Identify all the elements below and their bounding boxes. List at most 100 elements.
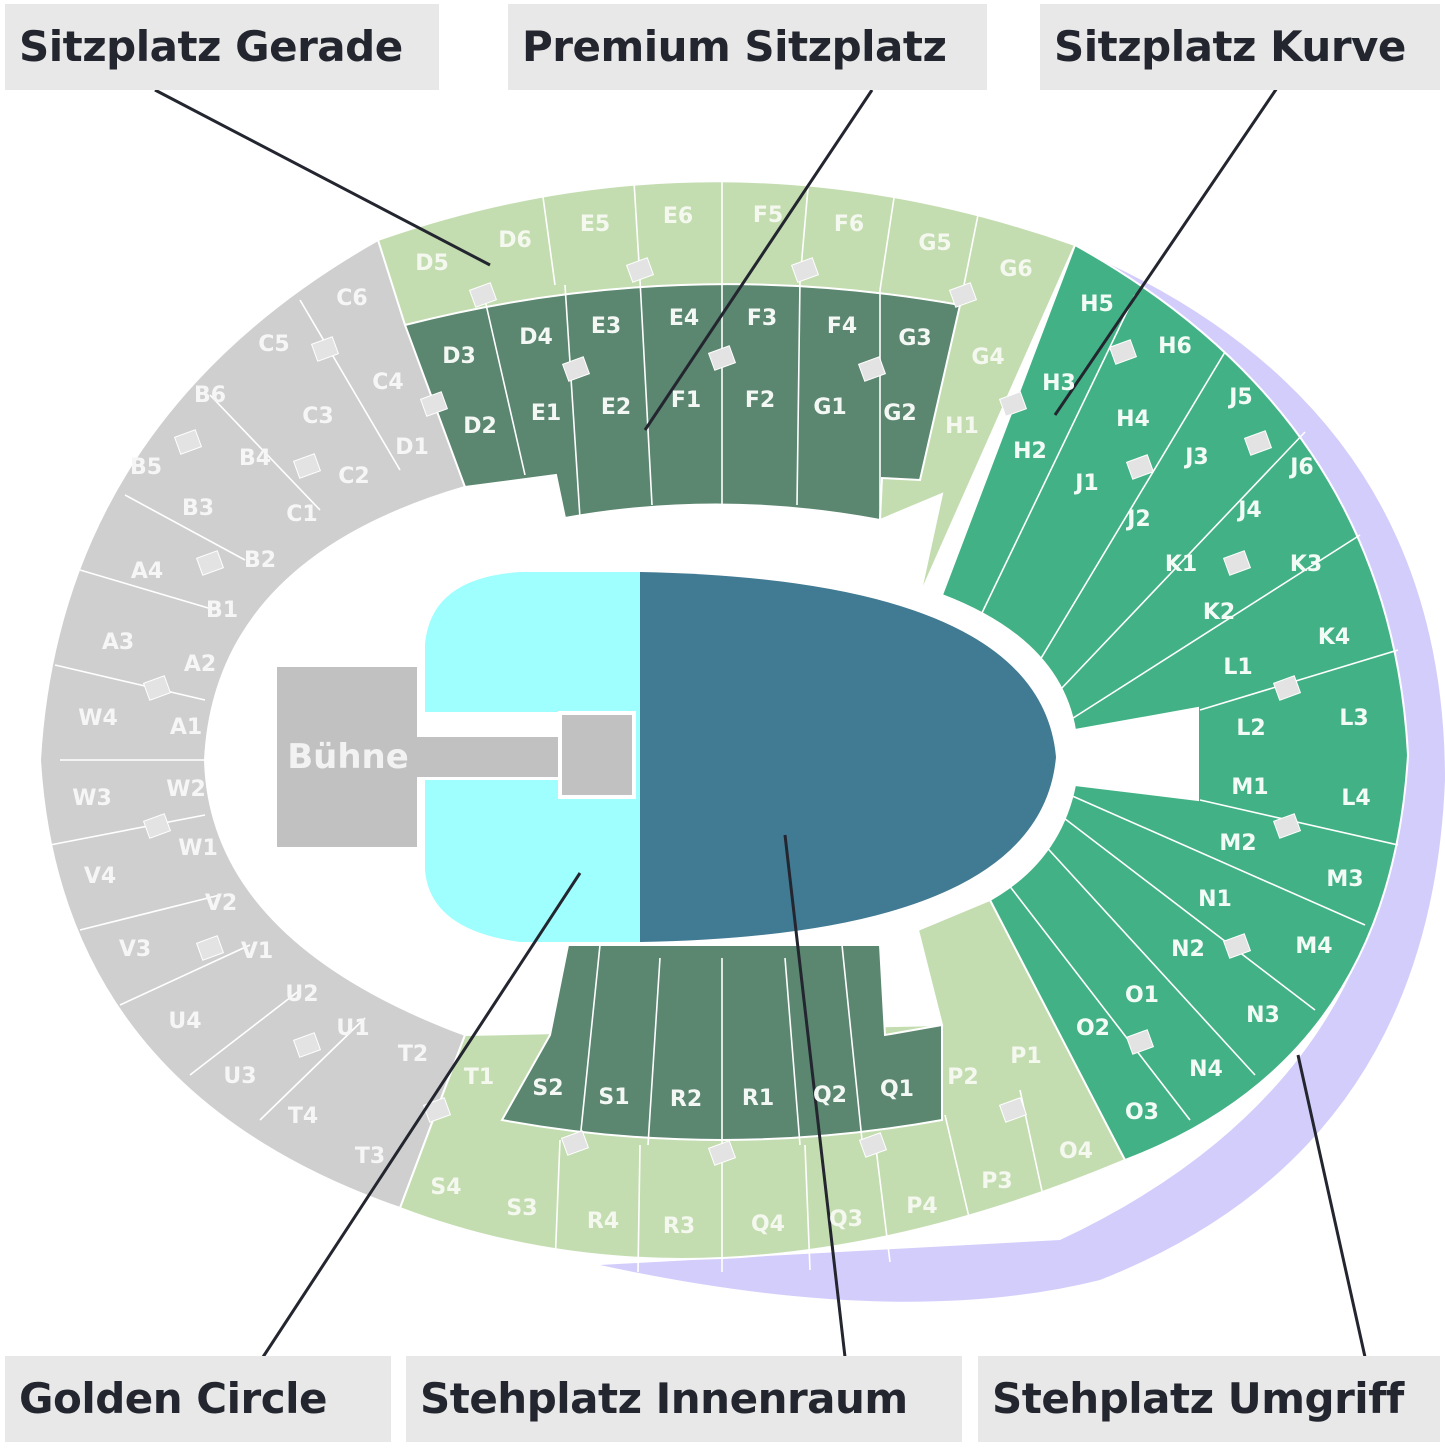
- section-t1[interactable]: T1: [464, 1065, 494, 1090]
- section-n2[interactable]: N2: [1171, 937, 1205, 962]
- section-b3[interactable]: B3: [182, 496, 214, 521]
- section-a3[interactable]: A3: [102, 630, 134, 655]
- section-m2[interactable]: M2: [1219, 831, 1256, 856]
- section-v1[interactable]: V1: [241, 939, 273, 964]
- section-c5[interactable]: C5: [258, 332, 289, 357]
- section-j4[interactable]: J4: [1236, 498, 1262, 523]
- section-n4[interactable]: N4: [1189, 1057, 1223, 1082]
- section-o3[interactable]: O3: [1125, 1100, 1159, 1125]
- section-e6[interactable]: E6: [663, 204, 693, 229]
- section-d4[interactable]: D4: [519, 325, 553, 350]
- section-e1[interactable]: E1: [531, 401, 561, 426]
- section-k4[interactable]: K4: [1318, 625, 1350, 650]
- section-g5[interactable]: G5: [918, 231, 951, 256]
- section-g2[interactable]: G2: [883, 401, 916, 426]
- section-s2[interactable]: S2: [532, 1076, 563, 1101]
- section-f6[interactable]: F6: [834, 212, 864, 237]
- section-c4[interactable]: C4: [372, 370, 403, 395]
- kurve-stands-right[interactable]: [940, 243, 1410, 1162]
- section-h1[interactable]: H1: [945, 414, 979, 439]
- section-o1[interactable]: O1: [1125, 983, 1159, 1008]
- section-v2[interactable]: V2: [205, 891, 237, 916]
- section-b6[interactable]: B6: [194, 383, 226, 408]
- section-g4[interactable]: G4: [971, 345, 1004, 370]
- section-d1[interactable]: D1: [395, 435, 429, 460]
- section-u4[interactable]: U4: [168, 1009, 201, 1034]
- section-f1[interactable]: F1: [671, 388, 701, 413]
- section-f3[interactable]: F3: [747, 306, 777, 331]
- section-j6[interactable]: J6: [1288, 455, 1314, 480]
- section-d2[interactable]: D2: [463, 414, 497, 439]
- section-t3[interactable]: T3: [355, 1144, 385, 1169]
- section-k2[interactable]: K2: [1203, 600, 1235, 625]
- section-q4[interactable]: Q4: [751, 1212, 785, 1237]
- section-j5[interactable]: J5: [1227, 385, 1253, 410]
- section-r1[interactable]: R1: [742, 1086, 774, 1111]
- section-w4[interactable]: W4: [78, 706, 118, 731]
- section-u1[interactable]: U1: [336, 1016, 369, 1041]
- section-o2[interactable]: O2: [1076, 1016, 1110, 1041]
- section-d5[interactable]: D5: [415, 251, 449, 276]
- stehplatz-innenraum-area[interactable]: [640, 572, 1056, 942]
- section-s3[interactable]: S3: [506, 1196, 537, 1221]
- section-q2[interactable]: Q2: [813, 1083, 847, 1108]
- section-b1[interactable]: B1: [206, 598, 238, 623]
- section-h3[interactable]: H3: [1042, 371, 1076, 396]
- section-v4[interactable]: V4: [84, 864, 116, 889]
- section-s1[interactable]: S1: [598, 1085, 629, 1110]
- section-u2[interactable]: U2: [285, 982, 318, 1007]
- section-b2[interactable]: B2: [244, 548, 276, 573]
- golden-circle-area[interactable]: [425, 572, 640, 942]
- section-p4[interactable]: P4: [906, 1194, 937, 1219]
- section-a1[interactable]: A1: [170, 715, 202, 740]
- section-n1[interactable]: N1: [1198, 887, 1232, 912]
- section-f5[interactable]: F5: [753, 203, 783, 228]
- section-h6[interactable]: H6: [1158, 334, 1192, 359]
- section-b4[interactable]: B4: [239, 446, 271, 471]
- section-l2[interactable]: L2: [1236, 716, 1265, 741]
- section-g1[interactable]: G1: [813, 395, 846, 420]
- section-l1[interactable]: L1: [1223, 655, 1252, 680]
- section-g6[interactable]: G6: [999, 257, 1032, 282]
- section-n3[interactable]: N3: [1246, 1003, 1280, 1028]
- section-c6[interactable]: C6: [336, 286, 367, 311]
- grey-stands-left[interactable]: [38, 238, 467, 1210]
- section-m3[interactable]: M3: [1326, 867, 1363, 892]
- section-l3[interactable]: L3: [1339, 706, 1368, 731]
- section-q1[interactable]: Q1: [880, 1077, 914, 1102]
- section-d6[interactable]: D6: [498, 228, 532, 253]
- section-h4[interactable]: H4: [1116, 407, 1150, 432]
- section-a4[interactable]: A4: [131, 559, 163, 584]
- section-p2[interactable]: P2: [947, 1065, 978, 1090]
- section-t2[interactable]: T2: [398, 1042, 428, 1067]
- section-k1[interactable]: K1: [1165, 552, 1197, 577]
- section-r2[interactable]: R2: [670, 1087, 702, 1112]
- section-w3[interactable]: W3: [72, 786, 112, 811]
- section-e5[interactable]: E5: [580, 212, 610, 237]
- section-w2[interactable]: W2: [166, 777, 206, 802]
- section-e4[interactable]: E4: [669, 306, 699, 331]
- section-h2[interactable]: H2: [1013, 439, 1047, 464]
- section-c2[interactable]: C2: [338, 464, 369, 489]
- section-f2[interactable]: F2: [745, 388, 775, 413]
- section-e3[interactable]: E3: [591, 314, 621, 339]
- section-g3[interactable]: G3: [898, 326, 931, 351]
- section-m1[interactable]: M1: [1231, 775, 1268, 800]
- section-j2[interactable]: J2: [1125, 507, 1151, 532]
- section-c1[interactable]: C1: [286, 502, 317, 527]
- section-m4[interactable]: M4: [1295, 934, 1332, 959]
- section-r4[interactable]: R4: [587, 1209, 619, 1234]
- section-t4[interactable]: T4: [288, 1104, 318, 1129]
- section-p3[interactable]: P3: [981, 1169, 1012, 1194]
- section-s4[interactable]: S4: [430, 1175, 461, 1200]
- section-d3[interactable]: D3: [442, 344, 476, 369]
- section-h5[interactable]: H5: [1080, 292, 1114, 317]
- section-p1[interactable]: P1: [1010, 1044, 1041, 1069]
- section-b5[interactable]: B5: [130, 455, 162, 480]
- section-c3[interactable]: C3: [302, 404, 333, 429]
- section-u3[interactable]: U3: [223, 1064, 256, 1089]
- section-j1[interactable]: J1: [1073, 471, 1099, 496]
- section-r3[interactable]: R3: [663, 1214, 695, 1239]
- section-q3[interactable]: Q3: [829, 1207, 863, 1232]
- section-o4[interactable]: O4: [1059, 1139, 1093, 1164]
